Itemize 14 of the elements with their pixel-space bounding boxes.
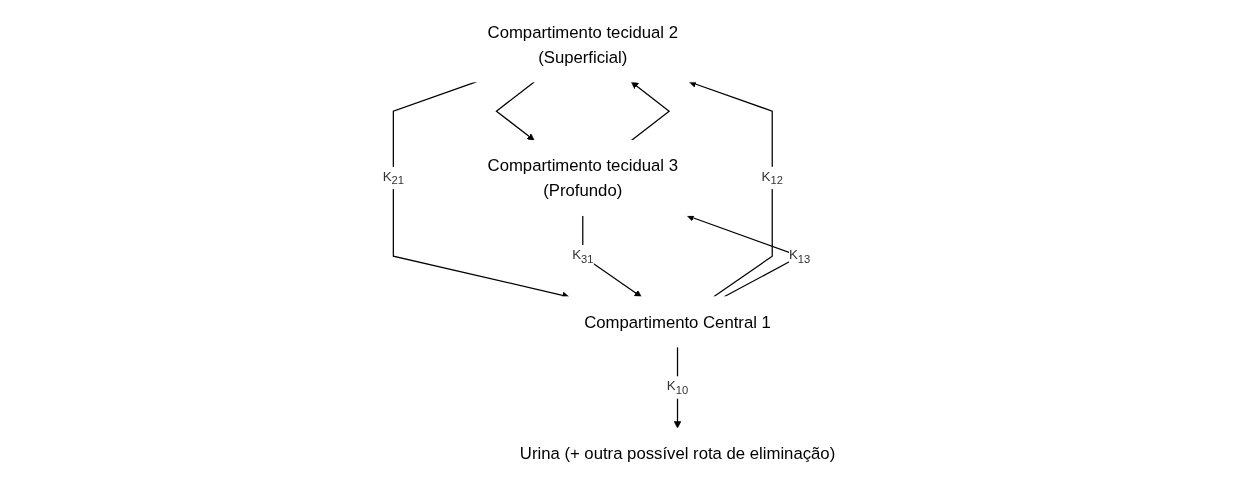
arrow <box>581 215 642 298</box>
edge-label: K$_{12}$ <box>761 169 783 187</box>
node-text: Compartimento tecidual 3 (Profundo) <box>487 156 678 200</box>
node-text: Compartimento Central 1 <box>583 312 771 332</box>
node-text: Compartimento tecidual 2 (Superficial) <box>487 22 678 67</box>
node-text: Urina (+ outra possível rota de eliminação) <box>519 444 835 463</box>
edge-label: K$_{21}$ <box>382 169 404 187</box>
edge-label: K$_{31}$ <box>571 247 593 266</box>
arrow <box>494 81 535 141</box>
arrow <box>630 81 670 142</box>
arrow <box>673 346 681 429</box>
arrow <box>688 80 773 298</box>
edge-label: K$_{13}$ <box>788 247 810 266</box>
edge-label: K$_{10}$ <box>666 378 688 397</box>
